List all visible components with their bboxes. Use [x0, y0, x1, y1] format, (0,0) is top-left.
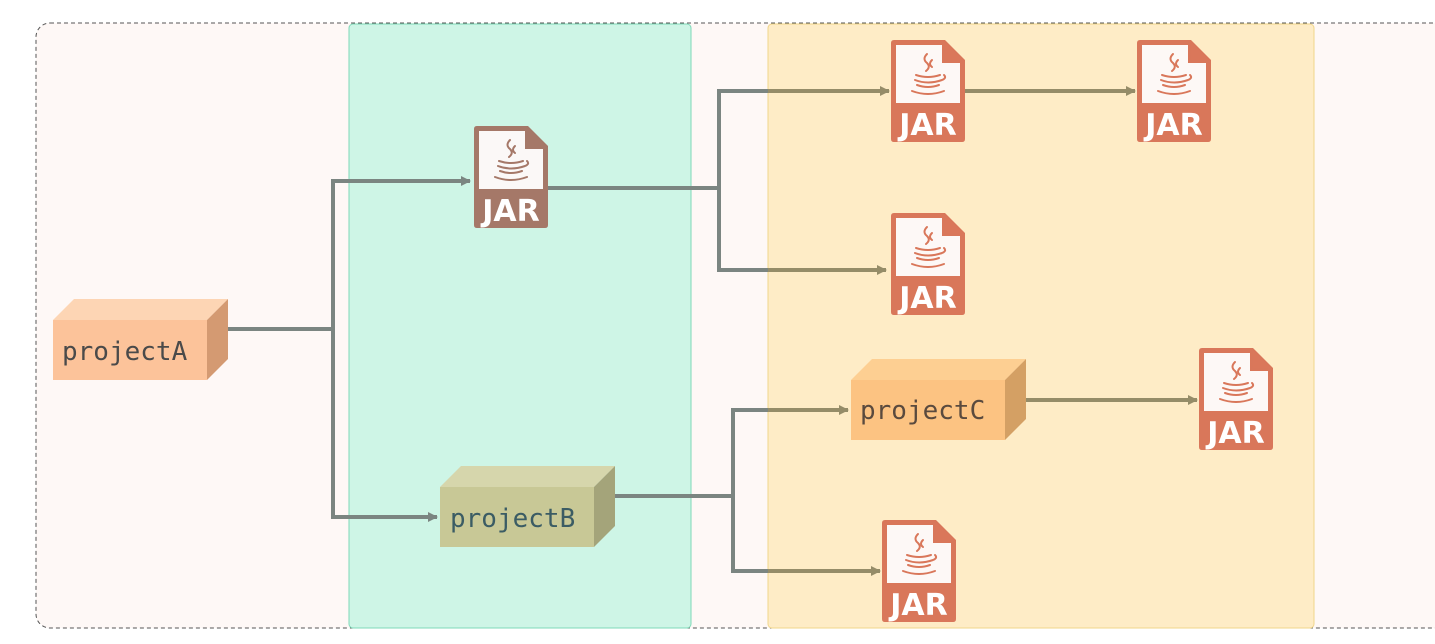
java-cup-icon: [494, 139, 530, 181]
java-cup-icon: [1157, 53, 1193, 95]
java-cup-icon: [1219, 361, 1255, 403]
zone-transitive-dependencies: [767, 23, 1315, 629]
node-projectA: projectA: [53, 299, 228, 380]
edge-projectA-to-projectB: [331, 329, 438, 522]
edge-projectB-to-jar-b1-segment: [731, 496, 768, 573]
java-cup-icon: [911, 226, 947, 268]
projectB-label: projectB: [450, 504, 575, 534]
jar-label: JAR: [888, 588, 947, 623]
node-projectC: projectC: [851, 359, 1026, 440]
jar-label: JAR: [1205, 416, 1264, 451]
edge-jar-a1-to-jar-d1-segment: [717, 89, 768, 188]
jar-label: JAR: [1143, 108, 1202, 143]
projectA-label: projectA: [62, 337, 188, 367]
node-jar-b1: JAR: [882, 520, 956, 623]
edge-projectA-to-jar-a1: [331, 176, 471, 329]
java-cup-icon: [911, 53, 947, 95]
edge-jar-a1-to-jar-d3-segment: [717, 188, 768, 272]
java-cup-icon: [902, 533, 938, 575]
node-jar-a1: JAR: [474, 126, 548, 229]
edge-projectB-to-projectC-segment: [731, 408, 768, 496]
node-jar-d2: JAR: [1137, 40, 1211, 143]
node-projectB: projectB: [440, 466, 615, 547]
jar-label: JAR: [480, 194, 539, 229]
node-jar-d1: JAR: [891, 40, 965, 143]
edges: [228, 86, 1198, 576]
jar-label: JAR: [897, 108, 956, 143]
node-jar-c1: JAR: [1199, 348, 1273, 451]
projectC-label: projectC: [860, 396, 985, 426]
jar-label: JAR: [897, 281, 956, 316]
node-jar-d3: JAR: [891, 213, 965, 316]
